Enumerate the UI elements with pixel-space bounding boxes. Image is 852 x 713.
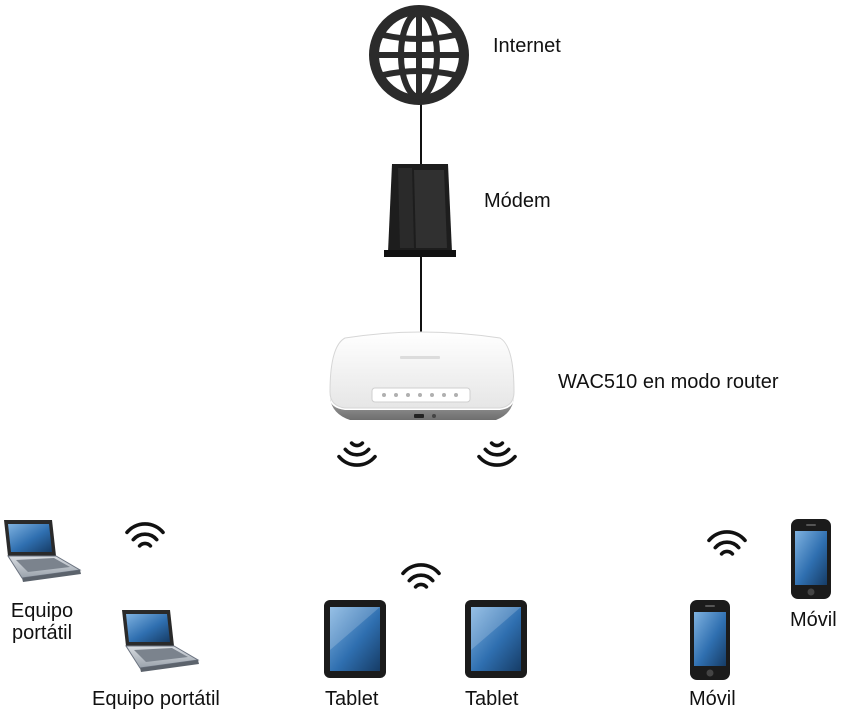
tablet-icon [465, 600, 527, 678]
smartphone-icon [690, 600, 730, 680]
wifi-signal-icon [125, 522, 165, 548]
laptop-icon [121, 609, 200, 673]
internet-label: Internet [493, 35, 561, 57]
phone-2-label: Móvil [790, 609, 837, 631]
modem-label: Módem [484, 190, 551, 212]
wifi-signal-icon [707, 530, 747, 556]
modem-icon [384, 164, 456, 257]
globe-icon [369, 5, 469, 105]
tablet-2-label: Tablet [465, 688, 519, 710]
laptop-1-label: Equipo portátil [2, 600, 82, 644]
phone-1-label: Móvil [689, 688, 736, 710]
laptop-2-label: Equipo portátil [92, 688, 220, 710]
wifi-signal-icon [337, 441, 377, 467]
laptop-1-label-line2: portátil [11, 622, 73, 644]
tablet-1-label: Tablet [325, 688, 379, 710]
access-point-icon [329, 331, 515, 420]
laptop-icon [3, 519, 82, 583]
router-label: WAC510 en modo router [558, 371, 779, 393]
smartphone-icon [791, 519, 831, 599]
tablet-icon [324, 600, 386, 678]
wifi-signal-icon [401, 563, 441, 589]
wifi-signal-icon [477, 441, 517, 467]
laptop-1-label-line1: Equipo [10, 600, 74, 622]
